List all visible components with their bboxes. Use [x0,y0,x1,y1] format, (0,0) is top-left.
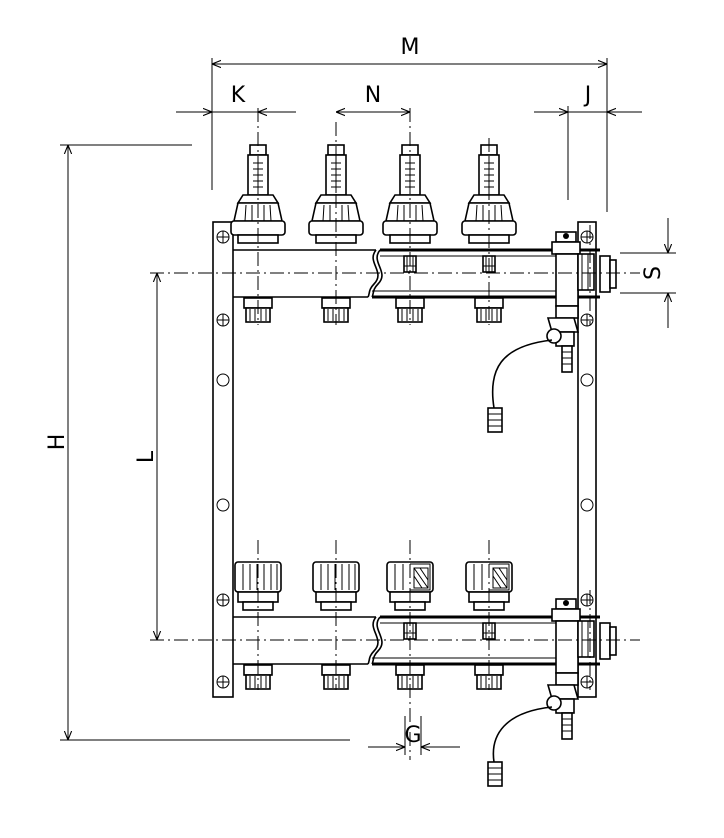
label-m: M [401,35,420,60]
label-n: N [365,83,381,108]
label-h: H [45,434,70,451]
label-l: L [134,450,159,463]
manifold-body [212,144,617,787]
label-k: K [231,83,246,108]
left-bracket [212,221,234,698]
dimension-labels: M K N J S H L G [45,35,666,748]
dimension-lines [60,58,676,755]
lower-drain-hose [492,706,553,763]
centerlines [150,108,640,760]
lower-end-fitting [546,598,595,740]
label-g: G [404,723,421,748]
upper-end-fitting [546,231,595,373]
label-s: S [641,266,666,280]
upper-drain-hose [491,339,553,409]
label-j: J [583,83,592,108]
right-bracket [577,221,597,698]
